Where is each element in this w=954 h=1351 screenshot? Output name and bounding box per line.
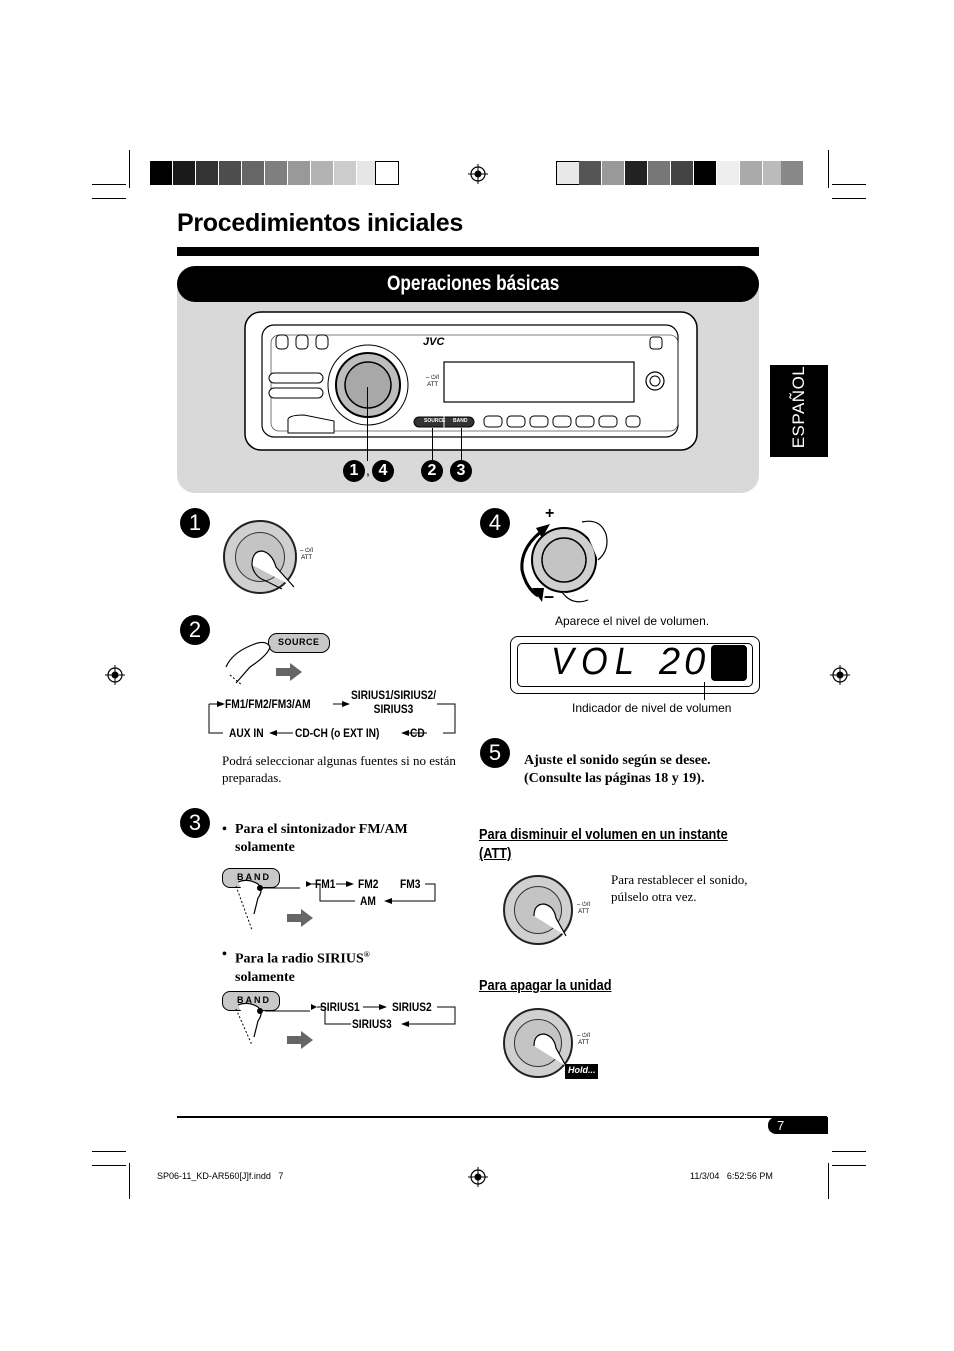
display-pointer-line xyxy=(704,682,705,700)
flow-lines xyxy=(260,881,436,904)
callout-line-source xyxy=(432,428,433,461)
step-3-bullet-2-text: Para la radio SIRIUS xyxy=(235,951,364,967)
callout-3: 3 xyxy=(450,460,472,482)
finger-icon xyxy=(251,550,295,590)
power-icon: – ⏻/I xyxy=(426,375,440,381)
title-rule xyxy=(177,247,759,256)
step-5-text: Ajuste el sonido según se desee. (Consul… xyxy=(524,753,711,786)
page-title: Procedimientos iniciales xyxy=(177,209,463,237)
arrow-right-icon xyxy=(287,909,313,927)
finger-icon xyxy=(533,1033,567,1067)
flow-cdch: CD-CH (o EXT IN) xyxy=(295,726,380,740)
registration-mark-bottom xyxy=(468,1167,488,1187)
flow-lines xyxy=(265,1004,456,1027)
flow-fm1: FM1 xyxy=(315,877,336,891)
callout-line-knob xyxy=(367,387,368,461)
volume-knob-rotate xyxy=(520,520,608,603)
callout-4: 4 xyxy=(372,460,394,482)
finger-icon xyxy=(235,879,263,931)
language-tab: ESPAÑOL xyxy=(770,365,828,457)
off-heading-text: Para apagar la unidad xyxy=(479,977,612,994)
step-1-number: 1 xyxy=(180,508,210,538)
arrow-right-icon xyxy=(287,1031,313,1049)
flow-fm3: FM3 xyxy=(400,877,421,891)
band-button-2-label: BAND xyxy=(237,995,271,1005)
att-heading-text: Para disminuir el volumen en un instante… xyxy=(479,826,728,862)
volume-plus: + xyxy=(545,505,555,522)
step-2-number: 2 xyxy=(180,615,210,645)
section-banner: Operaciones básicas xyxy=(177,266,759,302)
step-3-bullet-1-text: Para el sintonizador FM/AM solamente xyxy=(235,822,408,855)
step-3-bullet-1: • Para el sintonizador FM/AM solamente xyxy=(222,821,458,857)
flow-cd: CD xyxy=(410,726,425,740)
callout-1: 1 xyxy=(343,460,365,482)
faceplate-source-label: SOURCE xyxy=(424,418,446,424)
sirius-flow-diagram: SIRIUS1 SIRIUS2 SIRIUS3 xyxy=(265,995,460,1035)
step-4-number: 4 xyxy=(480,508,510,538)
display-caption-top: Aparece el nivel de volumen. xyxy=(555,614,710,628)
lcd-vol-value: 20 xyxy=(659,641,710,683)
finger-icon xyxy=(235,1002,263,1046)
step-3-bullet-2-tail: solamente xyxy=(235,969,295,985)
flow-aux: AUX IN xyxy=(229,726,264,740)
hold-badge: Hold... xyxy=(565,1064,598,1079)
lcd-vol-text: VOL xyxy=(551,641,642,683)
stereo-faceplate xyxy=(244,311,698,451)
footer-file: SP06-11_KD-AR560[J]f.indd 7 xyxy=(157,1171,284,1181)
att-heading: Para disminuir el volumen en un instante… xyxy=(479,825,749,863)
hold-badge-label: Hold... xyxy=(568,1065,596,1075)
page-number-tab: 7 xyxy=(768,1117,828,1134)
fm-flow-diagram: FM1 FM2 FM3 AM xyxy=(260,872,440,912)
footer-date: 11/3/04 6:52:56 PM xyxy=(690,1171,773,1181)
step-5-number: 5 xyxy=(480,738,510,768)
registration-mark-right xyxy=(830,665,850,685)
flow-sirius3: SIRIUS3 xyxy=(352,1017,392,1031)
registration-mark-left xyxy=(105,665,125,685)
source-button[interactable]: SOURCE xyxy=(268,633,330,653)
lcd-level-indicator xyxy=(711,645,747,681)
finger-icon xyxy=(533,903,567,937)
faceplate-brand: JVC xyxy=(423,336,445,348)
volume-minus: – xyxy=(544,586,555,606)
section-banner-label: Operaciones básicas xyxy=(387,272,560,295)
step-3-number: 3 xyxy=(180,808,210,838)
flow-lines xyxy=(208,701,456,736)
off-heading: Para apagar la unidad xyxy=(479,976,635,995)
arrow-right-icon xyxy=(276,663,302,681)
display-caption-bottom: Indicador de nivel de volumen xyxy=(572,701,732,715)
band-button-label: BAND xyxy=(237,872,271,882)
finger-icon xyxy=(225,641,271,686)
source-flow-diagram: FM1/FM2/FM3/AM SIRIUS1/SIRIUS2/ SIRIUS3 … xyxy=(205,686,465,748)
flow-am: AM xyxy=(360,894,376,908)
flow-fm: FM1/FM2/FM3/AM xyxy=(225,697,311,711)
callout-line-band xyxy=(461,428,462,461)
lcd-display: VOL 20 xyxy=(510,636,760,694)
source-button-label: SOURCE xyxy=(278,637,320,647)
page-number: 7 xyxy=(777,1118,785,1133)
step-2-note: Podrá seleccionar algunas fuentes si no … xyxy=(222,753,456,785)
flow-fm2: FM2 xyxy=(358,877,379,891)
flow-sirius1: SIRIUS1 xyxy=(320,1000,360,1014)
callout-separator: , xyxy=(366,462,370,478)
registration-mark-top xyxy=(468,164,488,184)
att-note: Para restablecer el sonido, púlselo otra… xyxy=(611,872,748,904)
flow-sirius2: SIRIUS2 xyxy=(392,1000,432,1014)
flow-sirius: SIRIUS1/SIRIUS2/ SIRIUS3 xyxy=(351,688,437,716)
att-text: ATT xyxy=(427,382,438,388)
language-tab-label: ESPAÑOL xyxy=(789,365,808,449)
registered-mark: ® xyxy=(363,950,370,959)
footer-rule xyxy=(177,1116,827,1118)
callout-2: 2 xyxy=(421,460,443,482)
step-3-bullet-2: • Para la radio SIRIUS® solamente xyxy=(222,947,370,985)
faceplate-band-label: BAND xyxy=(453,418,468,424)
